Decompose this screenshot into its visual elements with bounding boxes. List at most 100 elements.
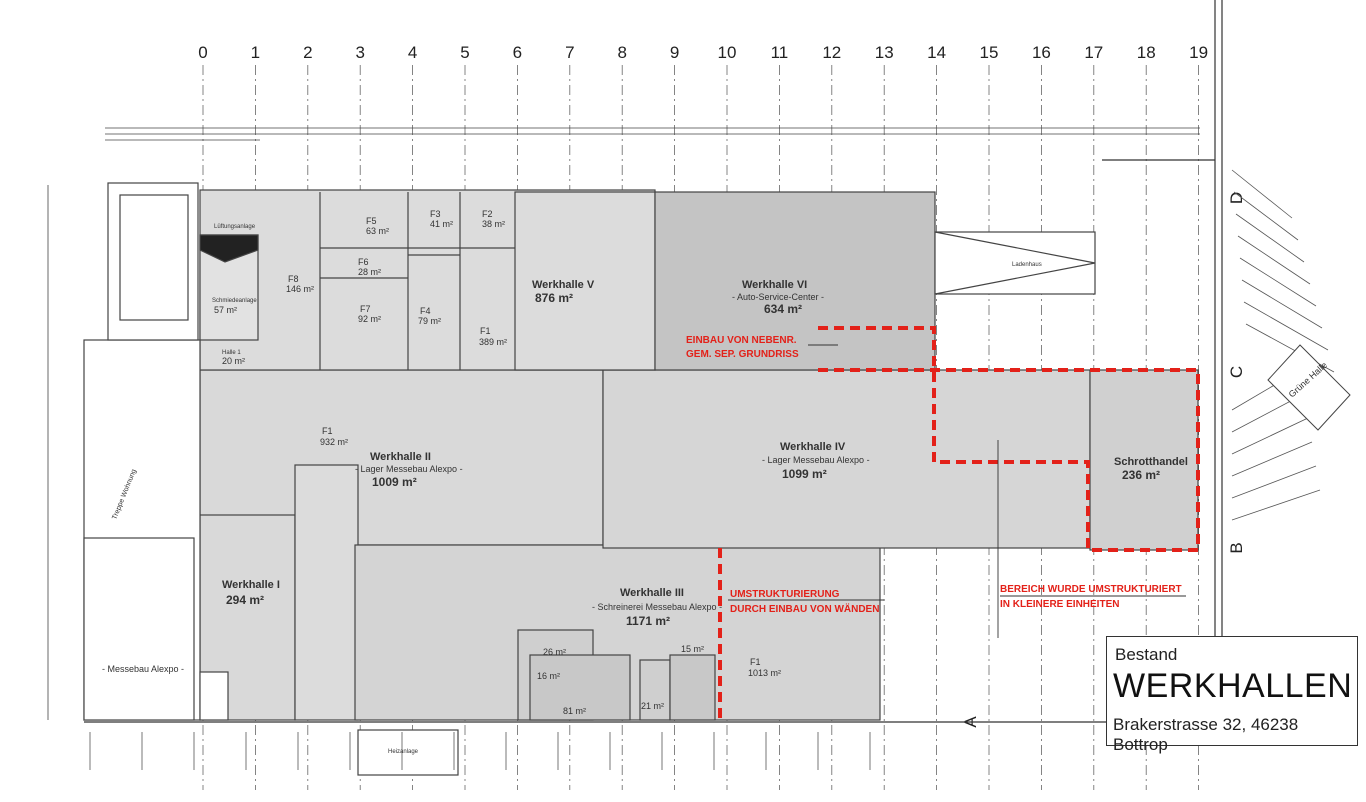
parking-stripe-right-bottom — [1231, 417, 1309, 455]
room-15: 15 m² — [681, 644, 704, 654]
grid-label-10: 10 — [718, 43, 737, 62]
note-einbau-line1: EINBAU VON NEBENR. — [686, 335, 797, 346]
werkhalle-i-name: Werkhalle I — [222, 579, 280, 591]
schmiedeanlage-area: 57 m² — [214, 305, 237, 315]
room-26: 26 m² — [543, 647, 566, 657]
grid-label-1: 1 — [251, 43, 260, 62]
title-status: Bestand — [1115, 645, 1178, 664]
grid-label-5: 5 — [460, 43, 469, 62]
halle1-name: Halle 1 — [222, 350, 241, 356]
unit-f8-area: 146 m² — [286, 284, 314, 294]
parking-stripe-right-bottom — [1231, 489, 1321, 521]
unit-f4-area: 79 m² — [418, 316, 441, 326]
grid-label-13: 13 — [875, 43, 894, 62]
unit-f6-name: F6 — [358, 257, 369, 267]
grid-label-4: 4 — [408, 43, 417, 62]
site-boundary — [84, 0, 1223, 730]
halle1-area: 20 m² — [222, 356, 245, 366]
note-bereich-line1: BEREICH WURDE UMSTRUKTURIERT — [1000, 584, 1182, 595]
werkhalle-iv-name: Werkhalle IV — [780, 441, 846, 453]
werkhalle-vi-sub: - Auto-Service-Center - — [732, 292, 824, 302]
schrotthandel-area: 236 m² — [1122, 468, 1160, 482]
werkhalle-vi-name: Werkhalle VI — [742, 279, 807, 291]
parking-stripe-right-top — [1231, 169, 1293, 219]
unit-f6-area: 28 m² — [358, 267, 381, 277]
werkhalle-vi-area: 634 m² — [764, 302, 802, 316]
ladenhaus-label: Ladenhaus — [1012, 262, 1042, 268]
grid-label-14: 14 — [927, 43, 946, 62]
room-16: 16 m² — [537, 671, 560, 681]
messebau-label: - Messebau Alexpo - — [102, 664, 184, 674]
note-einbau-line2: GEM. SEP. GRUNDRISS — [686, 349, 799, 360]
parking-stripe-right-bottom — [1231, 441, 1313, 477]
grid-label-0: 0 — [198, 43, 207, 62]
grid-row-C: C — [1227, 366, 1246, 378]
werkhalle-ii-sub: - Lager Messebau Alexpo - — [355, 464, 463, 474]
unit-f7-name: F7 — [360, 304, 371, 314]
unit-f1-iii-area: 1013 m² — [748, 668, 781, 678]
grid-label-17: 17 — [1084, 43, 1103, 62]
note-umstruk-line1: UMSTRUKTURIERUNG — [730, 589, 840, 600]
unit-f1-iii-name: F1 — [750, 657, 761, 667]
unit-f8-name: F8 — [288, 274, 299, 284]
gruene-halle-outline — [1267, 344, 1351, 431]
grid-label-3: 3 — [355, 43, 364, 62]
werkhalle-v-area: 876 m² — [535, 291, 573, 305]
parking-stripe-right-top — [1241, 279, 1323, 329]
unit-f1-v-name: F1 — [480, 326, 491, 336]
grid-row-B: B — [1227, 542, 1246, 553]
parking-stripe-right-top — [1233, 191, 1299, 241]
note-bereich-line2: IN KLEINERE EINHEITEN — [1000, 599, 1119, 610]
schmiedeanlage-name: Schmiedeanlage — [212, 298, 257, 304]
parking-stripe-right-top — [1243, 301, 1329, 351]
unit-f3-name: F3 — [430, 209, 441, 219]
grid-label-9: 9 — [670, 43, 679, 62]
parking-stripe-right-top — [1237, 235, 1311, 285]
werkhalle-ii-name: Werkhalle II — [370, 451, 431, 463]
unit-f5-name: F5 — [366, 216, 377, 226]
title-block: Bestand WERKHALLEN Brakerstrasse 32, 462… — [1106, 636, 1358, 754]
grid-label-18: 18 — [1137, 43, 1156, 62]
unit-f1-ii-area: 932 m² — [320, 437, 348, 447]
red-markings — [718, 326, 1200, 720]
grid-label-15: 15 — [980, 43, 999, 62]
werkhalle-iv-area: 1099 m² — [782, 467, 827, 481]
building-outlines — [83, 182, 1199, 776]
leader-lines — [728, 344, 1186, 638]
heizanlage-label: Heizanlage — [388, 749, 419, 755]
grid-label-8: 8 — [617, 43, 626, 62]
parking-stripe-right-top — [1239, 257, 1317, 307]
werkhalle-iv-sub: - Lager Messebau Alexpo - — [762, 455, 870, 465]
grid-label-6: 6 — [513, 43, 522, 62]
unit-f4-name: F4 — [420, 306, 431, 316]
unit-f5-area: 63 m² — [366, 226, 389, 236]
werkhalle-i-area: 294 m² — [226, 593, 264, 607]
grid-label-12: 12 — [822, 43, 841, 62]
title-address: Brakerstrasse 32, 46238 Bottrop — [1113, 715, 1299, 754]
werkhalle-ii-area: 1009 m² — [372, 475, 417, 489]
unit-f1-v-area: 389 m² — [479, 337, 507, 347]
werkhalle-iii-area: 1171 m² — [626, 614, 670, 628]
unit-f2-area: 38 m² — [482, 219, 505, 229]
title-main: WERKHALLEN — [1113, 667, 1353, 705]
lueftung-label: Lüftungsanlage — [214, 224, 256, 230]
parking-spaces — [89, 169, 1335, 770]
grid-label-16: 16 — [1032, 43, 1051, 62]
parking-stripe-right-top — [1235, 213, 1305, 263]
unit-f7-area: 92 m² — [358, 314, 381, 324]
unit-f2-name: F2 — [482, 209, 493, 219]
werkhalle-v-name: Werkhalle V — [532, 279, 595, 291]
dimension-lines — [47, 127, 1200, 720]
room-81: 81 m² — [563, 706, 586, 716]
grid-label-7: 7 — [565, 43, 574, 62]
unit-f1-ii-name: F1 — [322, 426, 333, 436]
room-21: 21 m² — [641, 701, 664, 711]
grid-row-D: D — [1227, 192, 1246, 204]
werkhalle-iii-sub: - Schreinerei Messebau Alexpo - — [592, 602, 722, 612]
parking-stripe-right-bottom — [1231, 465, 1317, 499]
grid-label-11: 11 — [771, 43, 789, 62]
schrotthandel-name: Schrotthandel — [1114, 456, 1188, 468]
werkhalle-iii-name: Werkhalle III — [620, 587, 684, 599]
